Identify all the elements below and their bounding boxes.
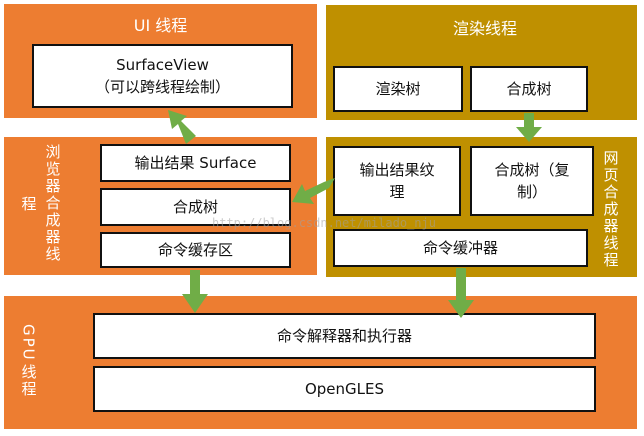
output-texture-line1: 输出结果纹 [359,160,435,179]
gpu-thread-title-part1: GPU [19,324,38,362]
output-texture-line2: 理 [389,183,405,201]
page-composite-tree-line1: 合成树（复 [494,160,570,179]
arrow-browser-buffer-to-gpu [182,270,208,313]
render-composite-tree-box: 合成树 [470,66,588,112]
gpu-thread-title-part2: 线程 [19,364,38,398]
page-command-buffer-box: 命令缓冲器 [333,229,588,267]
surfaceview-note: （可以跨线程绘制） [94,78,230,96]
browser-command-buffer-box: 命令缓存区 [100,232,291,268]
render-thread-title: 渲染线程 [452,19,517,38]
watermark: http://blog.csdn.net/milado_nju [212,216,436,230]
render-tree-label: 渲染树 [375,79,421,98]
render-composite-tree-label: 合成树 [506,79,552,98]
page-compositor-title: 网页合成器线程 [601,150,620,269]
opengles-box: OpenGLES [93,366,596,412]
output-texture-box: 输出结果纹 理 [333,146,461,216]
page-composite-tree-line2: 制） [516,183,547,201]
output-surface-label: 输出结果 Surface [134,153,257,172]
browser-compositor-title-part2: 程 [19,196,38,213]
arrow-texture-to-browser-composite [292,178,335,204]
browser-composite-tree-label: 合成树 [172,197,218,216]
browser-composite-tree-box: 合成树 [100,188,291,226]
arrow-render-to-page-composite [516,113,542,142]
arrow-surface-to-surfaceview [168,110,196,144]
ui-thread-title: UI 线程 [133,16,188,35]
surfaceview-box: SurfaceView （可以跨线程绘制） [32,44,293,108]
page-command-buffer-label: 命令缓冲器 [422,238,498,257]
output-surface-box: 输出结果 Surface [100,144,291,182]
surfaceview-label: SurfaceView [116,55,209,74]
render-tree-box: 渲染树 [333,66,463,112]
arrow-page-buffer-to-gpu [448,268,474,318]
browser-command-buffer-label: 命令缓存区 [157,240,233,259]
command-parser-box: 命令解释器和执行器 [93,313,596,359]
browser-compositor-title-part1: 浏览器合成器线 [43,144,62,263]
command-parser-label: 命令解释器和执行器 [276,326,412,345]
page-composite-tree-box: 合成树（复 制） [470,146,594,216]
opengles-label: OpenGLES [304,379,385,398]
